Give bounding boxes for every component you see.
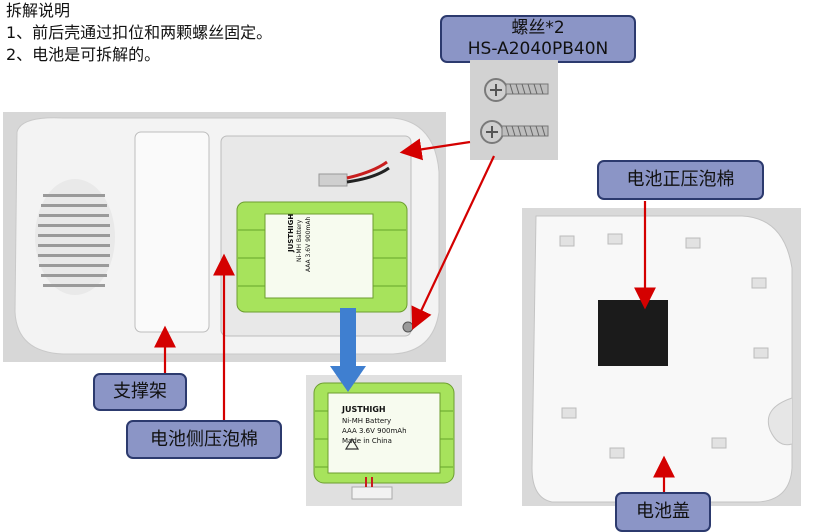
battery-label-spec: AAA 3.6V 900mAh	[305, 216, 312, 272]
screw-icon	[484, 78, 549, 102]
battery-top-foam-label: 电池正压泡棉	[626, 169, 735, 190]
instructions-title: 拆解说明	[6, 1, 71, 20]
battery-top-foam-callout: 电池正压泡棉	[597, 160, 764, 200]
recycle-icon	[344, 437, 360, 450]
battery-side-foam-callout: 电池侧压泡棉	[126, 420, 282, 459]
instruction-step-1: 1、前后壳通过扣位和两颗螺丝固定。	[6, 23, 273, 42]
battery-closeup-photo: JUSTHIGH Ni-MH Battery AAA 3.6V 900mAh M…	[306, 375, 462, 506]
foam-pad-icon	[598, 300, 668, 366]
battery-side-foam-label: 电池侧压泡棉	[150, 429, 258, 450]
closeup-label-type: Ni-MH Battery	[342, 417, 392, 425]
instruction-step-2: 2、电池是可拆解的。	[6, 45, 161, 64]
support-frame-callout: 支撑架	[93, 373, 187, 411]
screw-photo	[470, 60, 558, 160]
closeup-label-origin: Made in China	[342, 437, 392, 445]
screw-callout-title: 螺丝*2	[511, 18, 565, 38]
closeup-label-brand: JUSTHIGH	[342, 405, 386, 414]
battery-cover-callout: 电池盖	[615, 492, 711, 532]
screw-callout: 螺丝*2 HS-A2040PB40N	[440, 15, 636, 63]
speaker-grille-icon	[35, 179, 115, 295]
screw-part-number: HS-A2040PB40N	[467, 39, 609, 59]
support-frame-label: 支撑架	[113, 381, 167, 402]
device-open-photo: JUSTHIGH Ni-MH Battery AAA 3.6V 900mAh	[3, 112, 446, 362]
battery-cover-photo	[522, 208, 801, 506]
screw-icon	[480, 120, 549, 144]
closeup-label-spec: AAA 3.6V 900mAh	[342, 427, 407, 435]
battery-label-brand: JUSTHIGH	[287, 213, 295, 252]
battery-cover-label: 电池盖	[636, 501, 690, 522]
battery-label-type: Ni-MH Battery	[296, 219, 303, 262]
